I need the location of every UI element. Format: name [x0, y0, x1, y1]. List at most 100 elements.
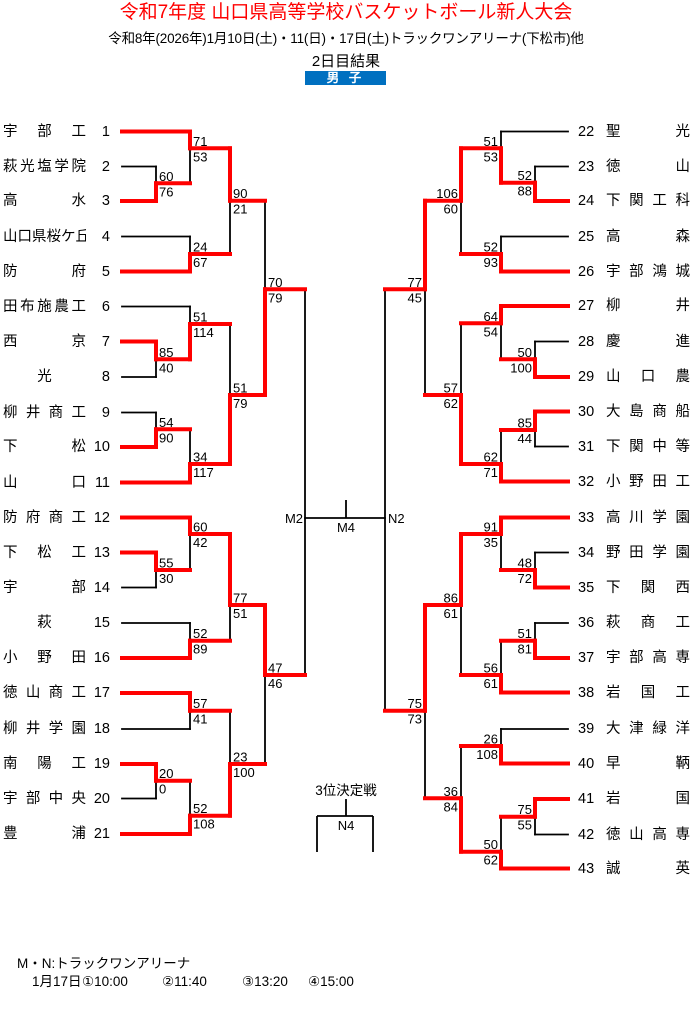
score-top: 52 [193, 626, 207, 641]
third-place-title: 3位決定戦 [315, 783, 377, 798]
team-name: 光 [37, 369, 52, 385]
team-name: 徳山高専 [606, 826, 690, 843]
team-name: 山口農 [606, 369, 690, 385]
score-bottom: 55 [518, 818, 532, 833]
score-bottom: 89 [193, 642, 207, 657]
score-top: 60 [193, 520, 207, 535]
event-dates-venue: 令和8年(2026年)1月10日(土)・11(日)・17日(土)トラックワンアリ… [108, 31, 584, 46]
footer-time-2: ②11:40 [162, 974, 207, 989]
score-top: 86 [444, 591, 458, 606]
team-name: 宇部中央 [3, 790, 86, 807]
team-seed-number: 23 [578, 158, 595, 175]
team-seed-number: 8 [101, 369, 110, 385]
score-top: 51 [233, 381, 247, 396]
score-top: 85 [159, 345, 173, 360]
team-seed-number: 40 [578, 755, 595, 772]
score-bottom: 53 [193, 149, 207, 164]
score-top: 75 [518, 802, 532, 817]
team-seed-number: 11 [94, 474, 110, 491]
team-name: 柳井 [606, 298, 690, 314]
score-bottom: 21 [233, 202, 247, 217]
score-top: 77 [408, 275, 422, 290]
team-seed-number: 15 [93, 615, 110, 631]
team-seed-number: 19 [93, 756, 110, 772]
team-seed-number: 18 [93, 721, 110, 737]
score-top: 52 [484, 240, 498, 255]
team-seed-number: 21 [93, 826, 110, 842]
team-name: 田布施農工 [3, 298, 86, 315]
team-name: 聖光 [606, 123, 690, 140]
team-name: 岩国工 [606, 684, 690, 701]
score-bottom: 93 [484, 255, 498, 270]
team-seed-number: 28 [578, 333, 595, 350]
team-name: 萩 [37, 615, 52, 631]
score-bottom: 62 [444, 396, 458, 411]
footer-date: 1月17日 [32, 974, 82, 989]
team-name: 山口 [3, 474, 86, 491]
score-top: 48 [518, 556, 532, 571]
score-top: 60 [159, 169, 173, 184]
team-name: 早鞆 [606, 755, 690, 772]
third-place-label: N4 [338, 818, 355, 833]
final-label: M4 [337, 520, 355, 535]
team-seed-number: 12 [93, 509, 110, 526]
team-name: 防府 [3, 263, 86, 280]
footer-venue: M・N:トラックワンアリーナ [17, 956, 191, 971]
score-top: 85 [518, 416, 532, 431]
score-top: 106 [436, 186, 458, 201]
score-top: 20 [159, 766, 173, 781]
winner-path-lines [120, 129, 570, 871]
team-seed-number: 34 [578, 544, 595, 561]
team-name: 西京 [3, 333, 86, 350]
team-name: 豊浦 [3, 826, 86, 842]
team-name: 高森 [606, 228, 690, 245]
team-seed-number: 3 [101, 193, 110, 209]
team-seed-number: 26 [578, 263, 595, 280]
score-bottom: 41 [193, 712, 207, 727]
team-name: 小野田工 [606, 473, 690, 490]
team-seed-number: 6 [101, 298, 110, 315]
team-seed-number: 31 [578, 438, 595, 455]
page-title: 令和7年度 山口県高等学校バスケットボール新人大会 [119, 2, 573, 23]
team-seed-number: 5 [101, 263, 110, 280]
score-top: 34 [193, 450, 207, 465]
team-name: 萩光塩学院 [3, 158, 86, 175]
score-bottom: 73 [408, 712, 422, 727]
team-seed-number: 36 [578, 615, 595, 631]
score-bottom: 84 [444, 799, 458, 814]
team-seed-number: 1 [101, 123, 110, 140]
score-top: 36 [444, 784, 458, 799]
team-seed-number: 27 [578, 298, 595, 314]
team-name: 大島商船 [606, 403, 690, 420]
team-name: 柳井商工 [3, 404, 86, 421]
score-bottom: 90 [159, 430, 173, 445]
score-bottom: 0 [159, 782, 166, 797]
team-name: 南陽工 [3, 756, 86, 772]
score-top: 52 [193, 801, 207, 816]
score-top: 51 [484, 134, 498, 149]
team-seed-number: 14 [93, 579, 110, 596]
score-top: 57 [444, 381, 458, 396]
team-name: 下関工科 [606, 193, 690, 209]
score-bottom: 44 [518, 431, 532, 446]
score-top: 71 [193, 134, 207, 149]
score-bottom: 100 [233, 765, 255, 780]
score-top: 55 [159, 556, 173, 571]
team-seed-number: 10 [93, 439, 110, 455]
score-top: 75 [408, 696, 422, 711]
final-connector [305, 500, 385, 519]
semifinal-label: M2 [285, 511, 303, 526]
team-seed-number: 22 [578, 123, 595, 140]
score-bottom: 61 [444, 606, 458, 621]
team-name: 高水 [3, 193, 86, 209]
team-name: 下松工 [3, 544, 86, 561]
score-top: 90 [233, 186, 247, 201]
score-bottom: 108 [193, 817, 215, 832]
team-name: 宇部 [3, 579, 86, 596]
team-name: 野田学園 [606, 544, 690, 561]
score-top: 51 [518, 626, 532, 641]
team-seed-number: 41 [578, 791, 595, 807]
score-top: 47 [268, 661, 282, 676]
team-name: 宇部高専 [606, 650, 690, 666]
